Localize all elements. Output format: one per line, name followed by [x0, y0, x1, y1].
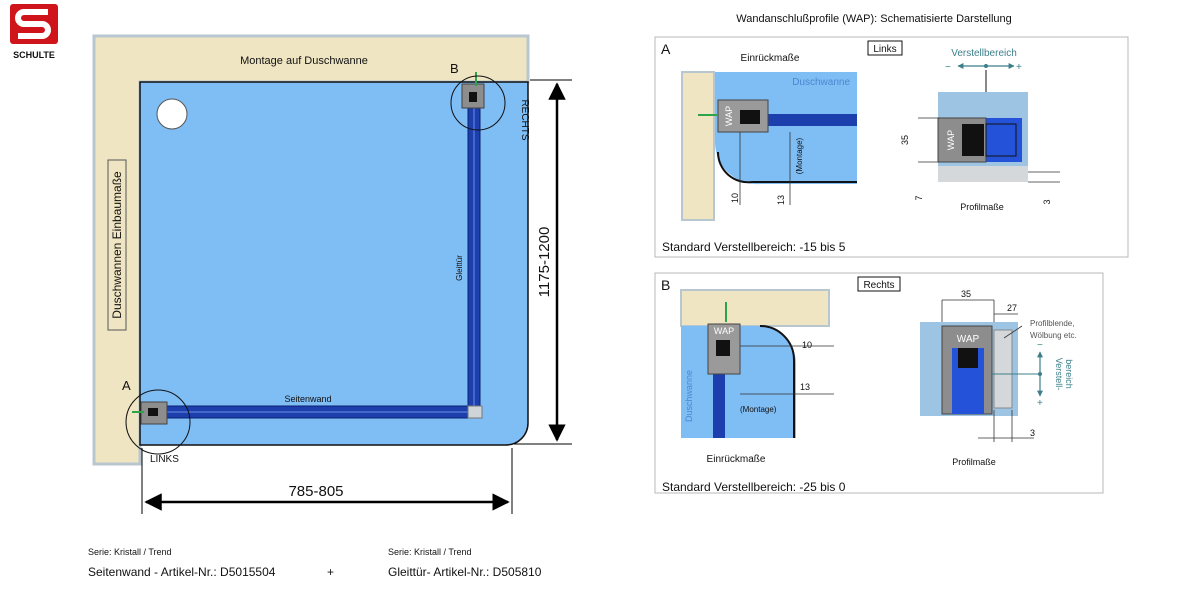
panel-b-wap-label: WAP — [714, 326, 734, 336]
drain-icon — [156, 98, 188, 130]
wap-a-core — [148, 408, 158, 416]
links-label: LINKS — [150, 454, 179, 465]
panel-b-letter: B — [661, 277, 670, 293]
panel-a-verstell-title: Verstellbereich — [951, 48, 1017, 59]
panel-b-profilblende: Profilblende, — [1030, 319, 1074, 328]
panel-b-woelbung: Wölbung etc. — [1030, 331, 1077, 340]
panel-a-wall — [681, 71, 715, 221]
panel-b-verstell-1: Verstell- — [1054, 358, 1064, 391]
panel-b-profilblende — [993, 329, 1013, 409]
logo-s-icon — [15, 9, 51, 39]
detail-circle-b — [450, 75, 506, 131]
panel-a-wap-label: WAP — [724, 106, 734, 126]
panel-b-plus: + — [1037, 398, 1043, 409]
panel-b-wap-core — [716, 340, 730, 356]
side-wall-label: Seitenwand — [284, 394, 331, 404]
panel-a-montage: (Montage) — [795, 137, 804, 174]
footer-left-serie: Serie: Kristall / Trend — [88, 547, 172, 557]
panel-a-profile-glass — [985, 123, 1017, 157]
panel-a-verstell-dot — [984, 64, 988, 68]
panel-b-dim-27: 27 — [1007, 303, 1017, 313]
panel-a-minus: − — [945, 62, 951, 73]
panel-b-dim-3: 3 — [1030, 428, 1035, 438]
detail-circle-a — [125, 389, 191, 455]
footer-right-serie: Serie: Kristall / Trend — [388, 547, 472, 557]
panel-a-duschwanne: Duschwanne — [792, 77, 850, 88]
panel-b-verstell-2: bereich — [1064, 359, 1074, 389]
panel-b-standard: Standard Verstellbereich: -25 bis 0 — [662, 480, 846, 494]
panel-b-dim-10: 10 — [802, 340, 812, 350]
panel-a: A Links Einrückmaße Duschwanne WAP 10 13… — [654, 36, 1129, 258]
panel-a-profilmasse: Profilmaße — [960, 202, 1004, 212]
panel-a-dim-7: 7 — [914, 195, 924, 200]
panel-b-dim-13: 13 — [800, 382, 810, 392]
panel-a-profile-core — [962, 124, 984, 156]
panel-a-dim-13: 13 — [776, 195, 786, 205]
panel-b-profile-wap-label: WAP — [957, 334, 980, 345]
panel-a-wap-core — [740, 110, 760, 124]
panel-b-dim-35: 35 — [961, 289, 971, 299]
panel-a-dim-10: 10 — [730, 193, 740, 203]
panel-b-profile-core — [958, 348, 978, 368]
shower-tray — [139, 81, 529, 446]
panel-b-montage: (Montage) — [740, 405, 777, 414]
panel-a-tray-edge — [716, 151, 857, 184]
panel-b-verstell-dot — [1038, 372, 1042, 376]
panel-b-side-box — [857, 276, 901, 292]
panel-a-profile-wap-label: WAP — [946, 130, 956, 150]
footer-right-artikel: Gleittür- Artikel-Nr.: D505810 — [388, 565, 542, 579]
wap-b-core — [469, 92, 477, 102]
corner-connector — [467, 405, 483, 419]
logo-text: SCHULTE — [13, 50, 55, 60]
footer-plus: + — [327, 565, 335, 579]
panel-a-einrueck-title: Einrückmaße — [741, 53, 800, 64]
schulte-logo: SCHULTE — [4, 2, 62, 62]
left-wall-label: Duschwannen Einbaumaße — [110, 171, 124, 319]
wap-title: Wandanschlußprofile (WAP): Schematisiert… — [736, 13, 1012, 25]
door-label: Gleittür — [455, 255, 464, 281]
panel-a-plus: + — [1016, 62, 1022, 73]
top-wall-label: Montage auf Duschwanne — [240, 55, 368, 67]
width-dimension-text: 785-805 — [288, 483, 343, 500]
panel-b: B Rechts Duschwanne WAP 10 13 (Montage) … — [654, 272, 1104, 494]
panel-a-side-box — [867, 40, 903, 56]
panel-a-profile — [742, 114, 857, 126]
panel-a-side: Links — [873, 44, 896, 55]
panel-a-profile-base — [938, 166, 1028, 182]
panel-b-profilmasse: Profilmaße — [952, 457, 996, 467]
panel-a-standard: Standard Verstellbereich: -15 bis 5 — [662, 240, 846, 254]
marker-a: A — [122, 378, 131, 393]
shower-plan: Montage auf Duschwanne Duschwannen Einba… — [92, 34, 572, 514]
footer-left-artikel: Seitenwand - Artikel-Nr.: D5015504 — [88, 565, 276, 579]
panel-b-blende-leader — [1003, 325, 1023, 339]
panel-b-wall — [680, 289, 830, 327]
panel-b-duschwanne: Duschwanne — [684, 370, 694, 422]
panel-b-minus: − — [1037, 340, 1043, 351]
rechts-label: RECHTS — [519, 99, 530, 140]
left-label-frame — [107, 159, 127, 331]
marker-b: B — [450, 61, 459, 76]
panel-a-dim-3: 3 — [1042, 199, 1052, 204]
panel-b-side: Rechts — [863, 280, 894, 291]
depth-dimension-text: 1175-1200 — [536, 227, 553, 298]
panel-b-tray-edge — [759, 325, 795, 438]
panel-a-dim-35: 35 — [900, 135, 910, 145]
panel-a-letter: A — [661, 41, 671, 57]
panel-b-einrueck-title: Einrückmaße — [707, 454, 766, 465]
